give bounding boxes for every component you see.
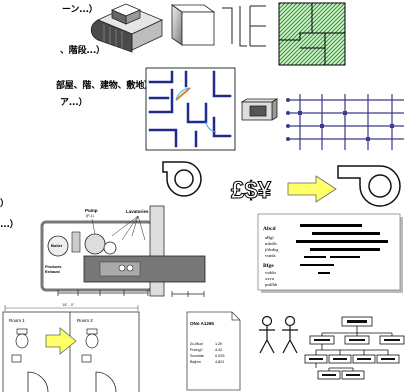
hvac-equipment-diagram: Pump (P-1) Lavatories Boiler Products Ex… (40, 205, 206, 297)
plan-dimension: 18' - 0" (62, 302, 75, 307)
right-arrow-icon (45, 327, 77, 355)
card-line: nshdfs (265, 241, 277, 246)
shaded-box-model (170, 4, 216, 46)
caption-line-4: ア...） (60, 98, 88, 108)
card-line: xxvu (265, 276, 275, 281)
report-id: ONo A1265 (190, 321, 214, 326)
boiler-label: Boiler (51, 243, 63, 248)
report-row-value: 1.2h (215, 342, 222, 346)
caption-line-5: ） (0, 199, 9, 209)
redaction-bars (296, 224, 388, 274)
line-elements (222, 5, 266, 47)
caption-line-1: ーン...） (62, 5, 98, 15)
room-label: Room 1 (9, 318, 25, 323)
two-room-plan: 18' - 0" Room 1 Room 2 (2, 302, 140, 392)
exhaust-label: Exhaust (45, 270, 61, 274)
dimension-line (57, 290, 149, 296)
structural-grid (286, 94, 404, 150)
caption-line-6: ...） (0, 220, 19, 230)
people-icon (259, 315, 298, 354)
pump-symbol (84, 233, 106, 255)
report-document: ONo A1265 2c-Mud 1.2h Fnchg? 4.42 Sonnid… (186, 311, 241, 391)
card-line: Abcd (263, 226, 276, 232)
room-label: Room 2 (77, 318, 93, 323)
currency-symbols: £$¥ (231, 177, 272, 204)
report-row-value: 4.821 (215, 360, 225, 364)
text-card: Abcd aBgf nshdfs jfdsdog vsnda Bfge vsdd… (257, 213, 403, 293)
door-swing (27, 371, 49, 392)
caption-line-3: 部屋、階、建物、敷地） (56, 81, 153, 91)
hatched-floor-plan (278, 2, 346, 66)
pump-tag: (P-1) (86, 214, 94, 218)
exhaust-label: Products (45, 265, 61, 269)
window-model (240, 98, 279, 121)
card-line: vsnda (265, 253, 276, 258)
org-chart-icon (304, 316, 405, 380)
report-row-label: Fnchg? (190, 348, 203, 352)
report-row-label: 2c-Mud (190, 342, 203, 346)
report-row-value: 0.033 (215, 354, 225, 358)
report-row-value: 4.42 (215, 348, 222, 352)
lavatories-label: Lavatories (126, 209, 149, 214)
card-line: Bfge (263, 263, 274, 269)
card-line: aBgf (265, 235, 274, 240)
floor-plan-drawing (145, 67, 236, 151)
door-swing (95, 371, 117, 392)
report-row-label: Sonnide (190, 354, 204, 358)
toilet-icon (11, 328, 29, 363)
report-row-label: Bajhm (190, 360, 201, 364)
isometric-machine-model (90, 3, 163, 53)
card-line: vsddu (265, 270, 277, 275)
pump-label: Pump (85, 208, 98, 213)
boiler-symbol (47, 235, 69, 257)
right-arrow-icon (287, 175, 337, 203)
toilet-icon (81, 328, 99, 363)
card-line: jfdsdog (264, 247, 279, 252)
dimension-line (171, 291, 205, 297)
card-line: psdfhh (265, 282, 278, 287)
currency-to-fan: £$¥ (231, 165, 401, 207)
caption-line-2: 、階段...） (60, 46, 105, 56)
fan-icon (337, 165, 401, 207)
fan-icon (162, 161, 202, 197)
